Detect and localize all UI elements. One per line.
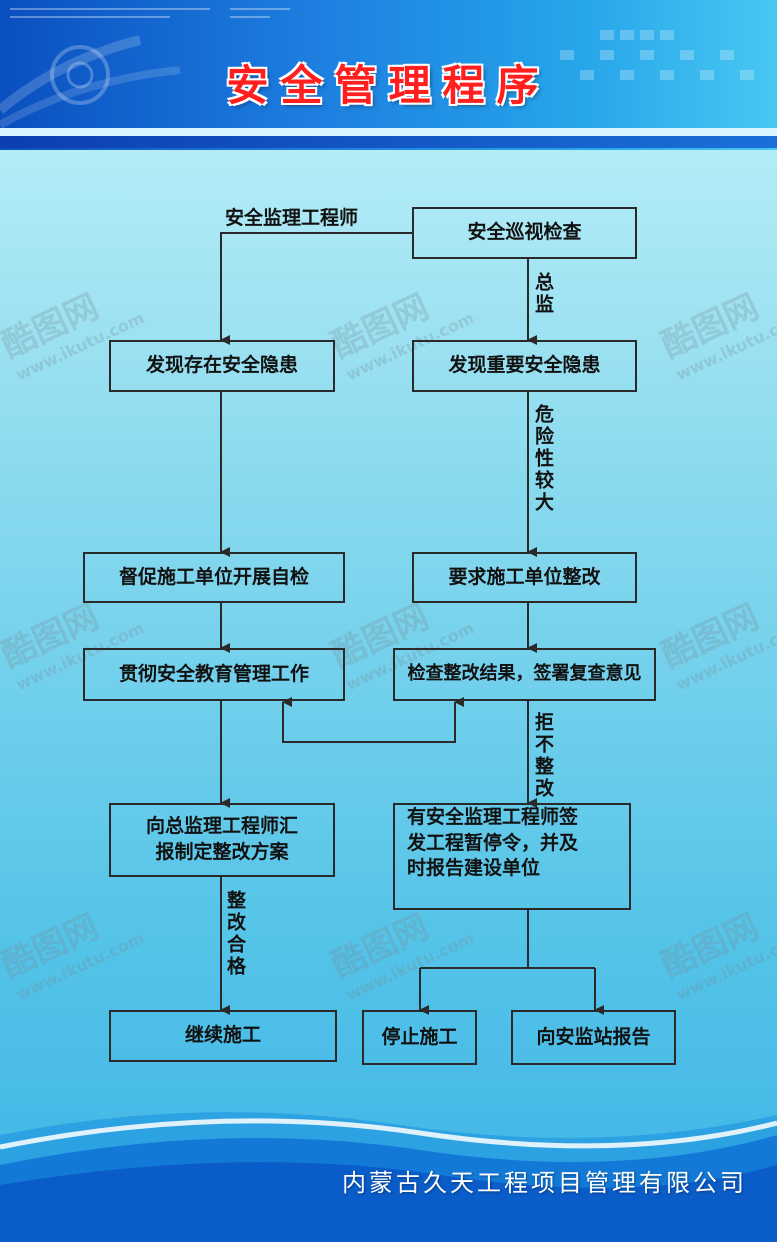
header-pattern xyxy=(0,8,754,129)
left-found-box: 发现存在安全隐患 xyxy=(109,340,335,392)
report-line: 向总监理工程师汇 xyxy=(145,815,298,838)
report-line: 报制定整改方案 xyxy=(155,841,289,863)
order-line: 发工程暂停令，并及 xyxy=(407,831,579,854)
stop-box: 停止施工 xyxy=(362,1010,477,1065)
report-station-box: 向安监站报告 xyxy=(511,1010,676,1065)
header-banner: 安全管理程序 xyxy=(0,0,777,150)
ok-label: 整改合格 xyxy=(224,890,246,978)
right-found-box: 发现重要安全隐患 xyxy=(412,340,637,392)
company-name: 内蒙古久天工程项目管理有限公司 xyxy=(342,1169,747,1197)
page-title: 安全管理程序 xyxy=(226,61,551,110)
start-box: 安全巡视检查 xyxy=(412,207,637,259)
report-box: 向总监理工程师汇 报制定整改方案 xyxy=(109,803,335,877)
right-branch-label: 总监 xyxy=(532,272,554,316)
danger-label: 危险性较大 xyxy=(532,404,554,514)
require-box: 要求施工单位整改 xyxy=(412,552,637,603)
continue-box: 继续施工 xyxy=(109,1010,337,1062)
refuse-label: 拒不整改 xyxy=(532,712,554,800)
educate-box: 贯彻安全教育管理工作 xyxy=(83,648,345,701)
check-box: 检查整改结果，签署复查意见 xyxy=(393,648,656,701)
order-box: 有安全监理工程师签 发工程暂停令，并及 时报告建设单位 xyxy=(393,803,631,910)
header-bottom-bar xyxy=(0,136,777,148)
order-line: 有安全监理工程师签 xyxy=(407,806,579,828)
order-line: 时报告建设单位 xyxy=(407,857,541,880)
left-branch-label: 安全监理工程师 xyxy=(225,207,359,229)
footer-wave xyxy=(0,1112,777,1242)
urge-box: 督促施工单位开展自检 xyxy=(83,552,345,603)
header-divider xyxy=(0,128,777,136)
